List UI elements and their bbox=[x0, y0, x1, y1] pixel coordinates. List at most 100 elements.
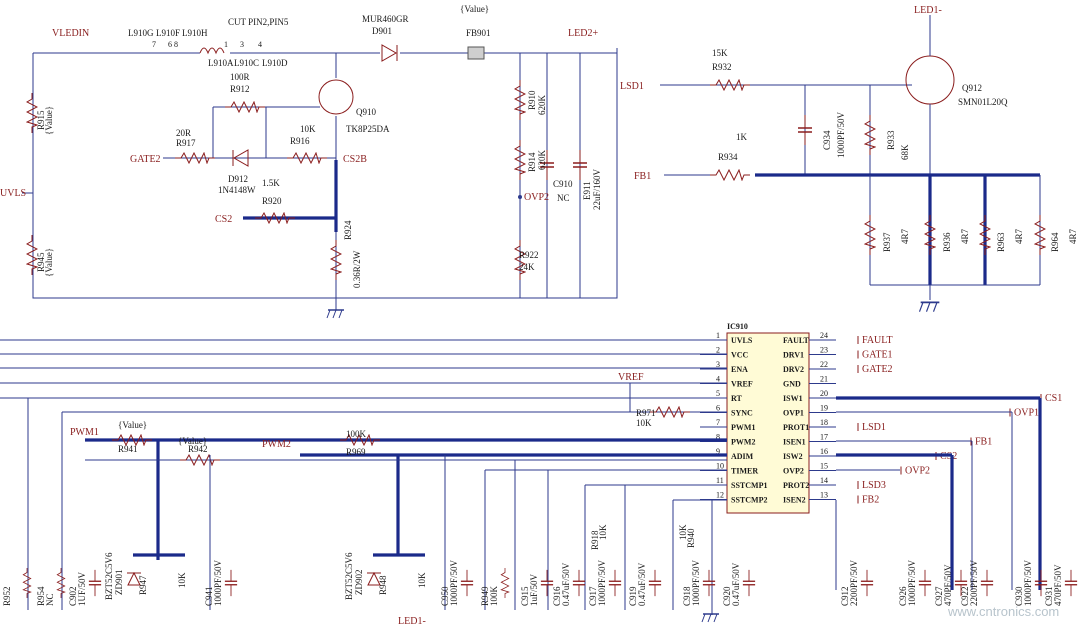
zd901-part: BZT52C5V6 bbox=[104, 552, 114, 600]
q912-part: SMN01L20Q bbox=[958, 97, 1008, 107]
q912-ref: Q912 bbox=[962, 83, 982, 93]
ic-pin-name: GND bbox=[783, 380, 801, 389]
r940-value: 10K bbox=[678, 524, 688, 540]
l910-pin-d: L910D bbox=[262, 58, 288, 68]
l910-pin-h: L910H bbox=[182, 28, 208, 38]
ic-pin-number: 23 bbox=[820, 346, 828, 355]
r948-value: 10K bbox=[417, 572, 427, 588]
output-stage bbox=[660, 15, 1046, 313]
d901-diode bbox=[381, 44, 398, 62]
r963-ref: R963 bbox=[996, 232, 1006, 252]
ground-symbol-left bbox=[326, 309, 345, 319]
ic-pin-number: 24 bbox=[820, 331, 828, 340]
ic-pin-number: 18 bbox=[820, 418, 828, 427]
capacitor bbox=[860, 569, 874, 597]
bottom-part-label: C915 bbox=[520, 586, 530, 606]
ic-pin-name: OVP2 bbox=[783, 467, 804, 476]
r948-ref: R948 bbox=[378, 575, 388, 595]
ic-pin-number: 19 bbox=[820, 404, 828, 413]
net-pwm2: PWM2 bbox=[262, 439, 291, 450]
zd902-part: BZT52C5V6 bbox=[344, 552, 354, 600]
net-vref: VREF bbox=[618, 372, 644, 383]
r915-value: {Value} bbox=[44, 106, 54, 135]
r917-value: 20R bbox=[176, 128, 191, 138]
q910-mosfet bbox=[318, 79, 354, 115]
bottom-part-label: C920 bbox=[722, 586, 732, 606]
capacitor bbox=[460, 569, 474, 597]
ic910-name: IC910 bbox=[727, 322, 748, 331]
r914-ref: R914 bbox=[527, 152, 537, 172]
q910-ref: Q910 bbox=[356, 107, 376, 117]
net-ovp2: OVP2 bbox=[524, 192, 549, 203]
ic-pin-name: PWM2 bbox=[731, 438, 755, 447]
zd901-ref: ZD901 bbox=[114, 570, 124, 596]
r937-value: 4R7 bbox=[900, 228, 910, 244]
ic-pin-name: SSTCMP1 bbox=[731, 481, 767, 490]
ic-pin-name: ADIM bbox=[731, 452, 754, 461]
d901-ref: D901 bbox=[372, 26, 392, 36]
ic-pin-name: SYNC bbox=[731, 409, 753, 418]
r936-value: 4R7 bbox=[960, 228, 970, 244]
zd902-ref: ZD902 bbox=[354, 570, 364, 596]
boost-stage bbox=[22, 44, 618, 319]
bottom-part-label: C918 bbox=[682, 586, 692, 606]
r914-value: 620K bbox=[537, 150, 547, 171]
bottom-part-label: 1000PF/50V bbox=[213, 559, 223, 606]
bottom-part-label: R949 bbox=[480, 586, 490, 606]
r937-ref: R937 bbox=[882, 232, 892, 252]
bottom-part-label: 1000PF/50V bbox=[1023, 559, 1033, 606]
ground-symbol-right bbox=[918, 301, 941, 313]
bottom-part-label: R952 bbox=[2, 586, 12, 606]
r917-ref: R917 bbox=[176, 138, 196, 148]
r918-value: 10K bbox=[598, 524, 608, 540]
bottom-part-label: C931 bbox=[1044, 586, 1054, 606]
r964-ref: R964 bbox=[1050, 232, 1060, 252]
ic-pin-number: 12 bbox=[716, 491, 724, 500]
d912-diode bbox=[232, 149, 249, 167]
r924-value: 0.36R/2W bbox=[352, 250, 362, 288]
ic-pin-number: 5 bbox=[716, 389, 720, 398]
r971-value: 10K bbox=[636, 418, 652, 428]
ic-pin-number: 22 bbox=[820, 360, 828, 369]
bottom-part-label: 100K bbox=[489, 586, 499, 607]
bottom-part-label: 470PF/50V bbox=[943, 564, 953, 606]
bottom-part-label: C919 bbox=[628, 586, 638, 606]
bottom-part-label: C926 bbox=[898, 586, 908, 606]
bottom-part-label: C902 bbox=[68, 586, 78, 606]
r922-value: 24K bbox=[519, 262, 535, 272]
r912-ref: R912 bbox=[230, 84, 250, 94]
r969-ref: R969 bbox=[346, 447, 366, 457]
q912-mosfet bbox=[905, 55, 955, 105]
r910-ref: R910 bbox=[527, 90, 537, 110]
r916-ref: R916 bbox=[290, 136, 310, 146]
bottom-part-label: 1UF/50V bbox=[77, 571, 87, 606]
ic-pin-name: TIMER bbox=[731, 467, 758, 476]
net-lsd1: LSD1 bbox=[620, 81, 644, 92]
ic-net-label: FB2 bbox=[862, 495, 879, 506]
c934-value: 1000PF/50V bbox=[836, 111, 846, 158]
ic-net-label: LSD1 bbox=[862, 422, 886, 433]
net-uvls: UVLS bbox=[0, 188, 26, 199]
capacitor bbox=[572, 569, 586, 597]
bottom-part-label: 1000PF/50V bbox=[597, 559, 607, 606]
r912-value: 100R bbox=[230, 72, 250, 82]
ic-pin-number: 1 bbox=[716, 331, 720, 340]
ic-pin-number: 3 bbox=[716, 360, 720, 369]
r910-value: 620K bbox=[537, 95, 547, 116]
ic-pin-name: PROT1 bbox=[783, 423, 809, 432]
resistor bbox=[22, 568, 32, 598]
r920-value: 1.5K bbox=[262, 178, 280, 188]
c934-ref: C934 bbox=[822, 130, 832, 150]
ic-net-label: OVP2 bbox=[905, 466, 930, 477]
ic-pin-number: 10 bbox=[716, 462, 724, 471]
bottom-part-label: 0.47uF/50V bbox=[637, 562, 647, 606]
l910-pinnum-68: 6 8 bbox=[168, 40, 178, 49]
net-cs2b: CS2B bbox=[343, 154, 367, 165]
r947-value: 10K bbox=[177, 572, 187, 588]
ic-pin-name: VCC bbox=[731, 351, 749, 360]
ic-pin-name: OVP1 bbox=[783, 409, 804, 418]
e911-ref: E911 bbox=[582, 181, 592, 200]
bottom-part-label: 1000PF/50V bbox=[449, 559, 459, 606]
ground-symbol-bottom bbox=[701, 613, 720, 623]
